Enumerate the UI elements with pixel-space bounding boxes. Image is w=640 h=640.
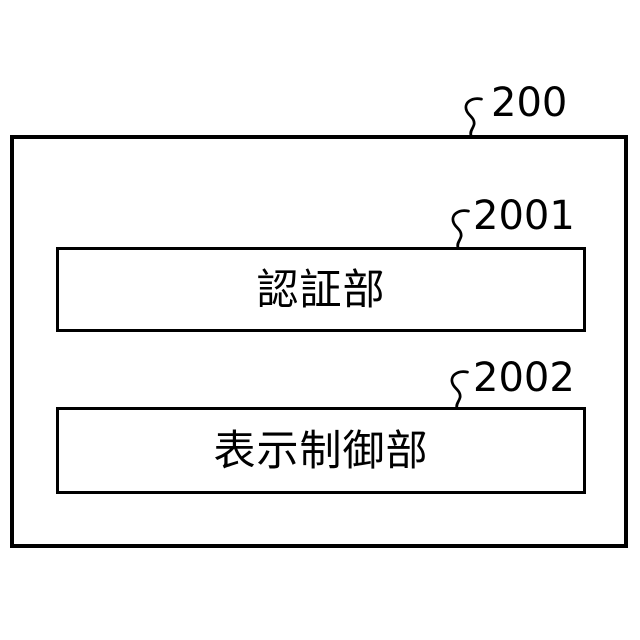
leader-squiggle-2001 (451, 209, 470, 247)
block-authentication-unit: 認証部 (56, 247, 586, 332)
leader-squiggle-200 (464, 97, 483, 135)
ref-label-2002: 2002 (473, 355, 575, 401)
block-authentication-unit-label: 認証部 (256, 264, 386, 314)
block-display-control-unit: 表示制御部 (56, 407, 586, 494)
leader-squiggle-2002 (450, 370, 469, 408)
ref-label-2001: 2001 (473, 193, 575, 239)
ref-label-200: 200 (491, 80, 568, 126)
block-display-control-unit-label: 表示制御部 (213, 425, 429, 475)
